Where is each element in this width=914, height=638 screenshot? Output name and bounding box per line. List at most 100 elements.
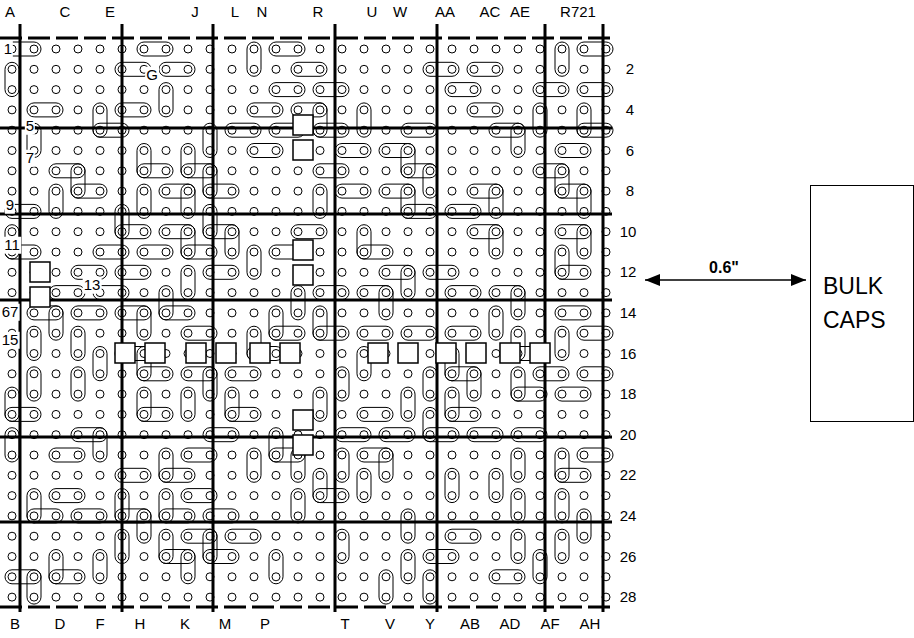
bga-ball bbox=[294, 492, 302, 500]
ball-index: 24 bbox=[619, 508, 638, 525]
bga-ball bbox=[404, 390, 412, 398]
bga-ball bbox=[294, 370, 302, 378]
bga-ball bbox=[558, 512, 566, 520]
bga-ball bbox=[536, 309, 544, 317]
bga-ball bbox=[74, 593, 82, 601]
bga-ball bbox=[404, 410, 412, 418]
via-outline bbox=[5, 428, 19, 462]
bga-ball bbox=[8, 471, 16, 479]
bga-ball bbox=[514, 167, 522, 175]
ball-index: 7 bbox=[25, 150, 35, 167]
bga-ball bbox=[74, 228, 82, 236]
bga-ball bbox=[470, 451, 478, 459]
bga-ball bbox=[580, 167, 588, 175]
bga-ball bbox=[426, 228, 434, 236]
bga-ball bbox=[338, 593, 346, 601]
bga-ball bbox=[96, 65, 104, 73]
bga-ball bbox=[580, 86, 588, 94]
ball-index: 12 bbox=[619, 264, 638, 281]
via-outline bbox=[115, 103, 151, 117]
via-outline bbox=[115, 306, 151, 320]
bga-ball bbox=[30, 370, 38, 378]
bga-ball bbox=[52, 65, 60, 73]
bga-ball bbox=[514, 451, 522, 459]
ball-index: 13 bbox=[83, 277, 102, 294]
via-outline bbox=[335, 367, 349, 401]
bga-ball bbox=[448, 86, 456, 94]
bga-ball bbox=[514, 45, 522, 53]
bga-ball bbox=[360, 86, 368, 94]
ball-index: 22 bbox=[619, 467, 638, 484]
bga-ball bbox=[52, 593, 60, 601]
bga-ball bbox=[580, 553, 588, 561]
via-outline bbox=[555, 489, 569, 523]
via-outline bbox=[445, 83, 481, 97]
bga-ball bbox=[74, 532, 82, 540]
bga-ball bbox=[184, 471, 192, 479]
bga-ball bbox=[140, 512, 148, 520]
bga-ball bbox=[558, 350, 566, 358]
bga-ball bbox=[580, 471, 588, 479]
ball-index: B bbox=[9, 616, 21, 633]
bga-ball bbox=[74, 370, 82, 378]
ball-index: AC bbox=[479, 4, 502, 21]
component-label: BULK CAPS bbox=[811, 270, 913, 337]
bga-ball bbox=[492, 471, 500, 479]
capacitor-pad bbox=[293, 265, 313, 285]
bga-ball bbox=[74, 471, 82, 479]
via-outline bbox=[511, 367, 525, 401]
bga-ball bbox=[382, 370, 390, 378]
bga-ball bbox=[426, 492, 434, 500]
bga-ball bbox=[74, 167, 82, 175]
via-outline bbox=[27, 103, 63, 117]
bga-ball bbox=[96, 309, 104, 317]
bga-ball bbox=[470, 309, 478, 317]
via-outline bbox=[159, 550, 195, 564]
bga-ball bbox=[8, 553, 16, 561]
bga-ball bbox=[580, 593, 588, 601]
bga-ball bbox=[404, 289, 412, 297]
capacitor-pad bbox=[436, 343, 456, 363]
bga-ball bbox=[250, 532, 258, 540]
bga-ball bbox=[316, 248, 324, 256]
bga-ball bbox=[272, 248, 280, 256]
ball-index: N bbox=[256, 4, 269, 21]
bga-ball bbox=[272, 187, 280, 195]
via-outline bbox=[445, 387, 459, 421]
bga-ball bbox=[250, 106, 258, 114]
via-outline bbox=[511, 387, 547, 401]
bga-ball bbox=[140, 410, 148, 418]
capacitor-pad bbox=[186, 343, 206, 363]
bga-ball bbox=[272, 147, 280, 155]
bga-ball bbox=[96, 410, 104, 418]
bga-ball bbox=[316, 45, 324, 53]
bga-ball bbox=[360, 309, 368, 317]
plane-split-line bbox=[602, 24, 605, 612]
ball-index: 20 bbox=[619, 426, 638, 443]
bga-ball bbox=[30, 471, 38, 479]
bga-ball bbox=[404, 593, 412, 601]
via-outline bbox=[313, 306, 327, 340]
bga-ball bbox=[426, 410, 434, 418]
bga-ball bbox=[492, 451, 500, 459]
ball-index: G bbox=[145, 67, 159, 84]
via-outline bbox=[313, 286, 349, 300]
via-outline bbox=[93, 103, 107, 137]
bga-ball bbox=[96, 187, 104, 195]
bga-ball bbox=[492, 289, 500, 297]
bga-ball bbox=[470, 471, 478, 479]
bga-ball bbox=[580, 147, 588, 155]
bga-ball bbox=[492, 147, 500, 155]
bga-ball bbox=[30, 228, 38, 236]
bga-ball bbox=[426, 187, 434, 195]
bga-ball bbox=[448, 309, 456, 317]
bga-ball bbox=[426, 390, 434, 398]
via-outline bbox=[335, 529, 349, 563]
bga-ball bbox=[316, 471, 324, 479]
bga-ball bbox=[74, 350, 82, 358]
bga-ball bbox=[74, 187, 82, 195]
via-outline bbox=[357, 245, 393, 259]
bga-ball bbox=[294, 65, 302, 73]
bga-ball bbox=[184, 65, 192, 73]
bga-ball bbox=[360, 289, 368, 297]
